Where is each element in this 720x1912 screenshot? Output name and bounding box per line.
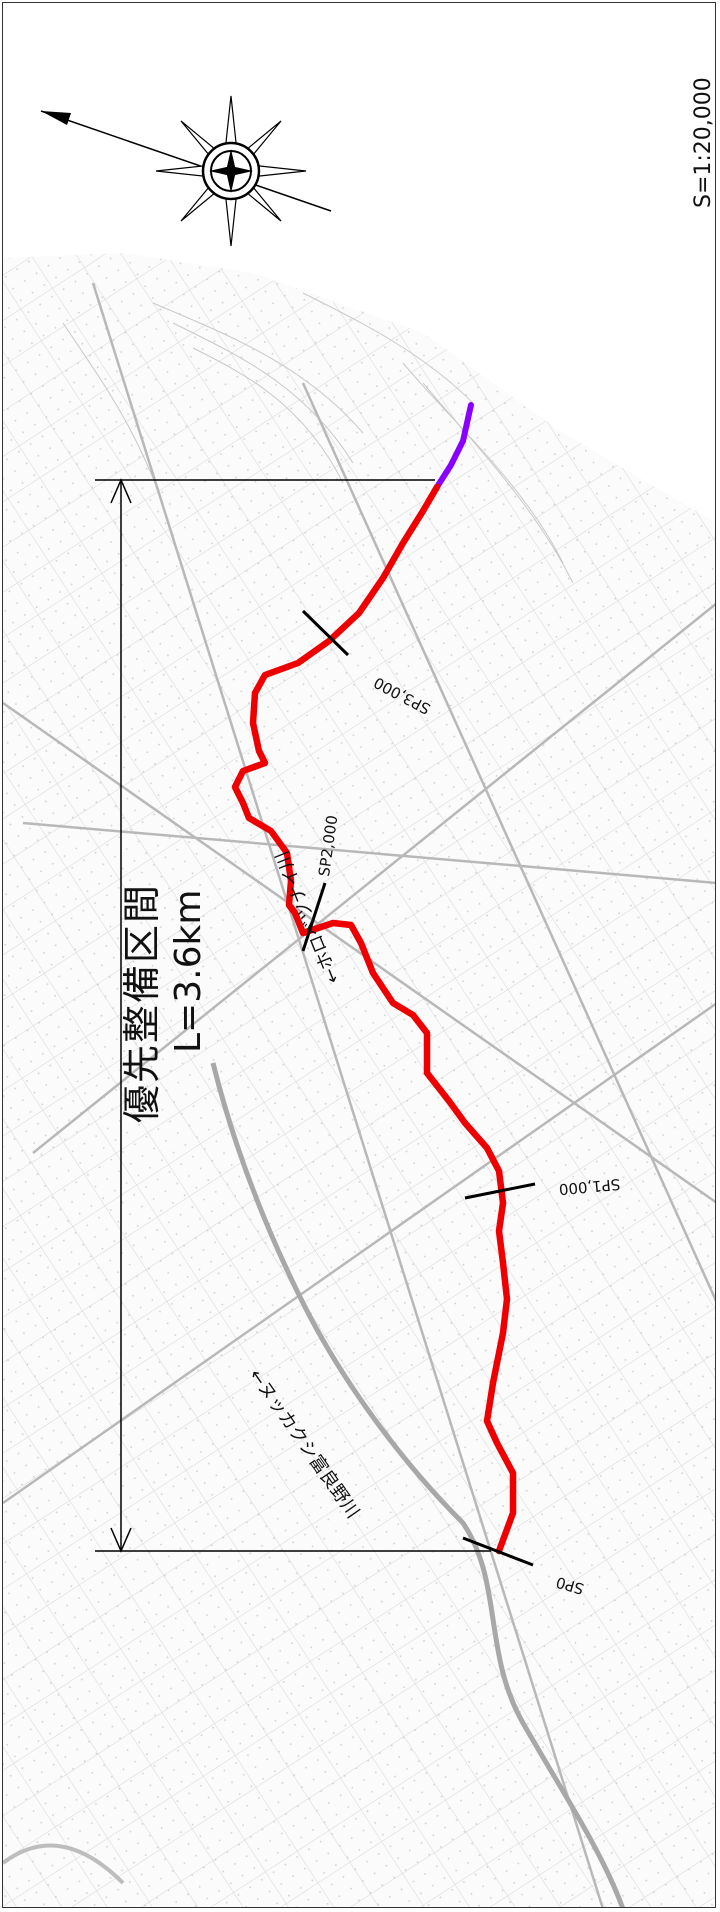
- sp1000-tick: [464, 1182, 536, 1200]
- map-canvas: [3, 95, 715, 1907]
- sp3000-tick: [301, 609, 350, 657]
- river-route: [231, 402, 517, 1555]
- station-ticks: [301, 609, 536, 1567]
- section-dimension: [95, 478, 491, 1553]
- upstream-segment: [434, 402, 474, 490]
- scale-label: S=1:20,000: [691, 77, 716, 208]
- priority-section-route: [231, 483, 517, 1555]
- sp2000-tick: [301, 882, 327, 952]
- section-length: L=3.6km: [168, 889, 209, 1053]
- compass-rose-icon: [40, 95, 332, 247]
- topo-basemap: [3, 253, 715, 1907]
- section-title: 優先整備区間: [120, 882, 164, 1123]
- secondary-river: [210, 1062, 625, 1907]
- sp0-tick: [462, 1536, 534, 1567]
